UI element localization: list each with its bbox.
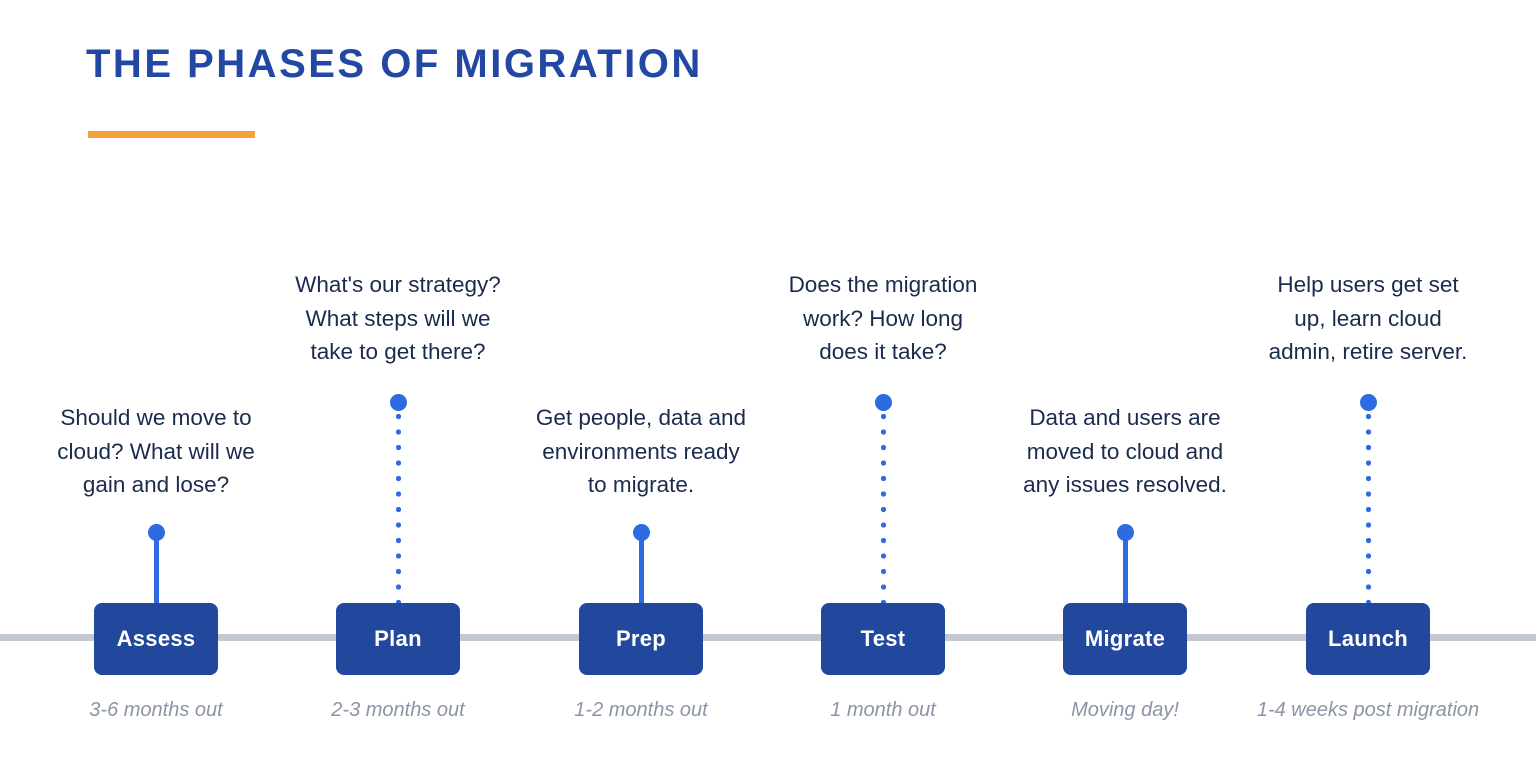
- phase-timing-label: 1 month out: [830, 699, 936, 721]
- phase-box-assess: Assess: [94, 603, 218, 675]
- phase-column-prep: Get people, data and environments ready …: [511, 0, 771, 778]
- phase-box-prep: Prep: [579, 603, 703, 675]
- connector-dot-icon: [1116, 524, 1134, 541]
- connector-line: [1122, 539, 1128, 605]
- connector-dot-icon: [632, 524, 650, 541]
- phase-column-plan: What's our strategy? What steps will we …: [268, 0, 528, 778]
- phase-description: Should we move to cloud? What will we ga…: [57, 405, 255, 497]
- connector-line: [153, 539, 159, 605]
- phase-description: Get people, data and environments ready …: [535, 405, 747, 497]
- phase-column-migrate: Data and users are moved to cloud and an…: [995, 0, 1255, 778]
- phase-box-launch: Launch: [1306, 603, 1430, 675]
- phase-description: Help users get set up, learn cloud admin…: [1268, 272, 1468, 364]
- title-underline-accent: [88, 131, 255, 138]
- connector-dot-icon: [874, 394, 892, 411]
- phase-box-test: Test: [821, 603, 945, 675]
- phase-box-migrate: Migrate: [1063, 603, 1187, 675]
- connector-line-dotted: [880, 414, 886, 604]
- phase-column-assess: Should we move to cloud? What will we ga…: [26, 0, 286, 778]
- connector-line-dotted: [395, 414, 401, 604]
- connector-line: [638, 539, 644, 605]
- connector-dot-icon: [1359, 394, 1377, 411]
- timeline-axis: [0, 634, 1536, 641]
- phase-timing-label: Moving day!: [1071, 699, 1179, 721]
- phase-timing-label: 2-3 months out: [331, 699, 465, 721]
- phase-timing-label: 1-4 weeks post migration: [1256, 699, 1480, 721]
- phase-timing-label: 3-6 months out: [89, 699, 223, 721]
- connector-dot-icon: [147, 524, 165, 541]
- phase-column-launch: Help users get set up, learn cloud admin…: [1238, 0, 1498, 778]
- page-title: THE PHASES OF MIGRATION: [86, 42, 703, 86]
- connector-line-dotted: [1365, 414, 1371, 604]
- phase-box-plan: Plan: [336, 603, 460, 675]
- phase-description: What's our strategy? What steps will we …: [295, 272, 501, 364]
- phase-description: Data and users are moved to cloud and an…: [1023, 405, 1227, 497]
- phase-description: Does the migration work? How long does i…: [788, 272, 978, 364]
- phase-column-test: Does the migration work? How long does i…: [753, 0, 1013, 778]
- phase-timing-label: 1-2 months out: [574, 699, 708, 721]
- connector-dot-icon: [389, 394, 407, 411]
